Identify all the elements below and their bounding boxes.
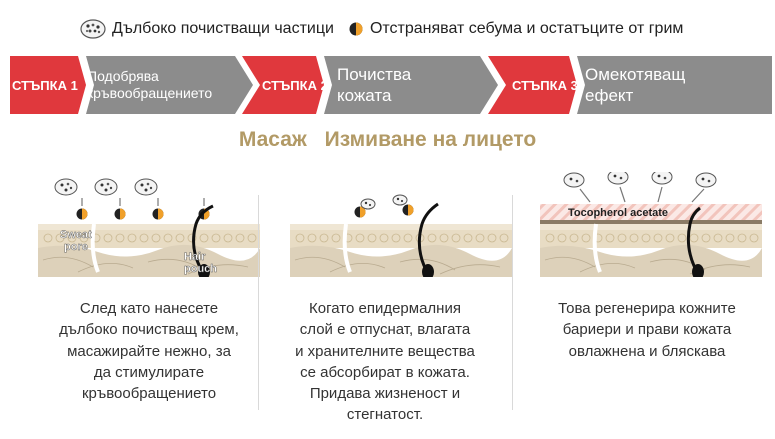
particle-icon: [134, 178, 158, 196]
section-title: Масаж Измиване на лицето: [0, 128, 775, 152]
description-softening: Това регенерира кожните бариери и прави …: [558, 300, 736, 360]
legend-removal-text: Отстраняват себума и остатъците от грим: [369, 20, 684, 37]
skin-panel-softening: Tocopherol acetate: [540, 169, 762, 280]
label-sweat-1: Sweat: [60, 229, 92, 241]
sebum-drop-icon: [76, 208, 210, 220]
title-massage: Масаж: [238, 128, 307, 151]
title-wash: Измиване на лицето: [324, 128, 537, 151]
sebum-drop-icon: [349, 22, 363, 36]
label-tocopherol: Tocopherol acetate: [568, 207, 668, 219]
panel-divider-1: [258, 195, 259, 410]
particle-icon: [80, 19, 106, 39]
particle-icon: [54, 178, 78, 196]
skin-illustration-2: [290, 194, 512, 280]
description-wash: Когато епидермалния слой е отпуснат, вла…: [295, 300, 475, 424]
skin-illustration-1: Sweat pore Hair pouch: [38, 178, 260, 280]
skin-illustration-3: Tocopherol acetate: [540, 169, 762, 280]
description-massage: След като нанесете дълбоко почистващ кре…: [59, 300, 239, 403]
legend-removal: Отстраняват себума и остатъците от грим: [348, 20, 683, 38]
skin-panel-wash: [290, 172, 512, 280]
steps-bar: СТЪПКА 1 Подобрява кръвообращението СТЪП…: [10, 56, 772, 114]
steps-arrows: [10, 56, 772, 114]
label-hair-2: pouch: [184, 263, 217, 275]
step-2-label: СТЪПКА 2: [262, 77, 328, 93]
step-3-label: СТЪПКА 3: [512, 77, 578, 93]
particle-icon: [563, 169, 717, 188]
step-1-text: Подобрява кръвообращението: [87, 67, 213, 102]
label-sweat-2: pore: [64, 241, 88, 253]
legend: Дълбоко почистващи частици Отстраняват с…: [80, 14, 775, 44]
legend-particles-text: Дълбоко почистващи частици: [112, 20, 334, 37]
legend-particles: Дълбоко почистващи частици: [80, 19, 334, 39]
particle-icon: [94, 178, 118, 196]
label-hair-1: Hair: [184, 251, 206, 263]
panel-divider-2: [512, 195, 513, 410]
particle-icon: [360, 194, 408, 210]
step-3-text: Омекотяващ ефект: [585, 64, 686, 105]
skin-panel-massage: Sweat pore Hair pouch: [38, 172, 260, 280]
step-1-label: СТЪПКА 1: [12, 77, 78, 93]
step-2-text: Почиства кожата: [337, 64, 412, 105]
sebum-drop-icon: [354, 204, 414, 218]
